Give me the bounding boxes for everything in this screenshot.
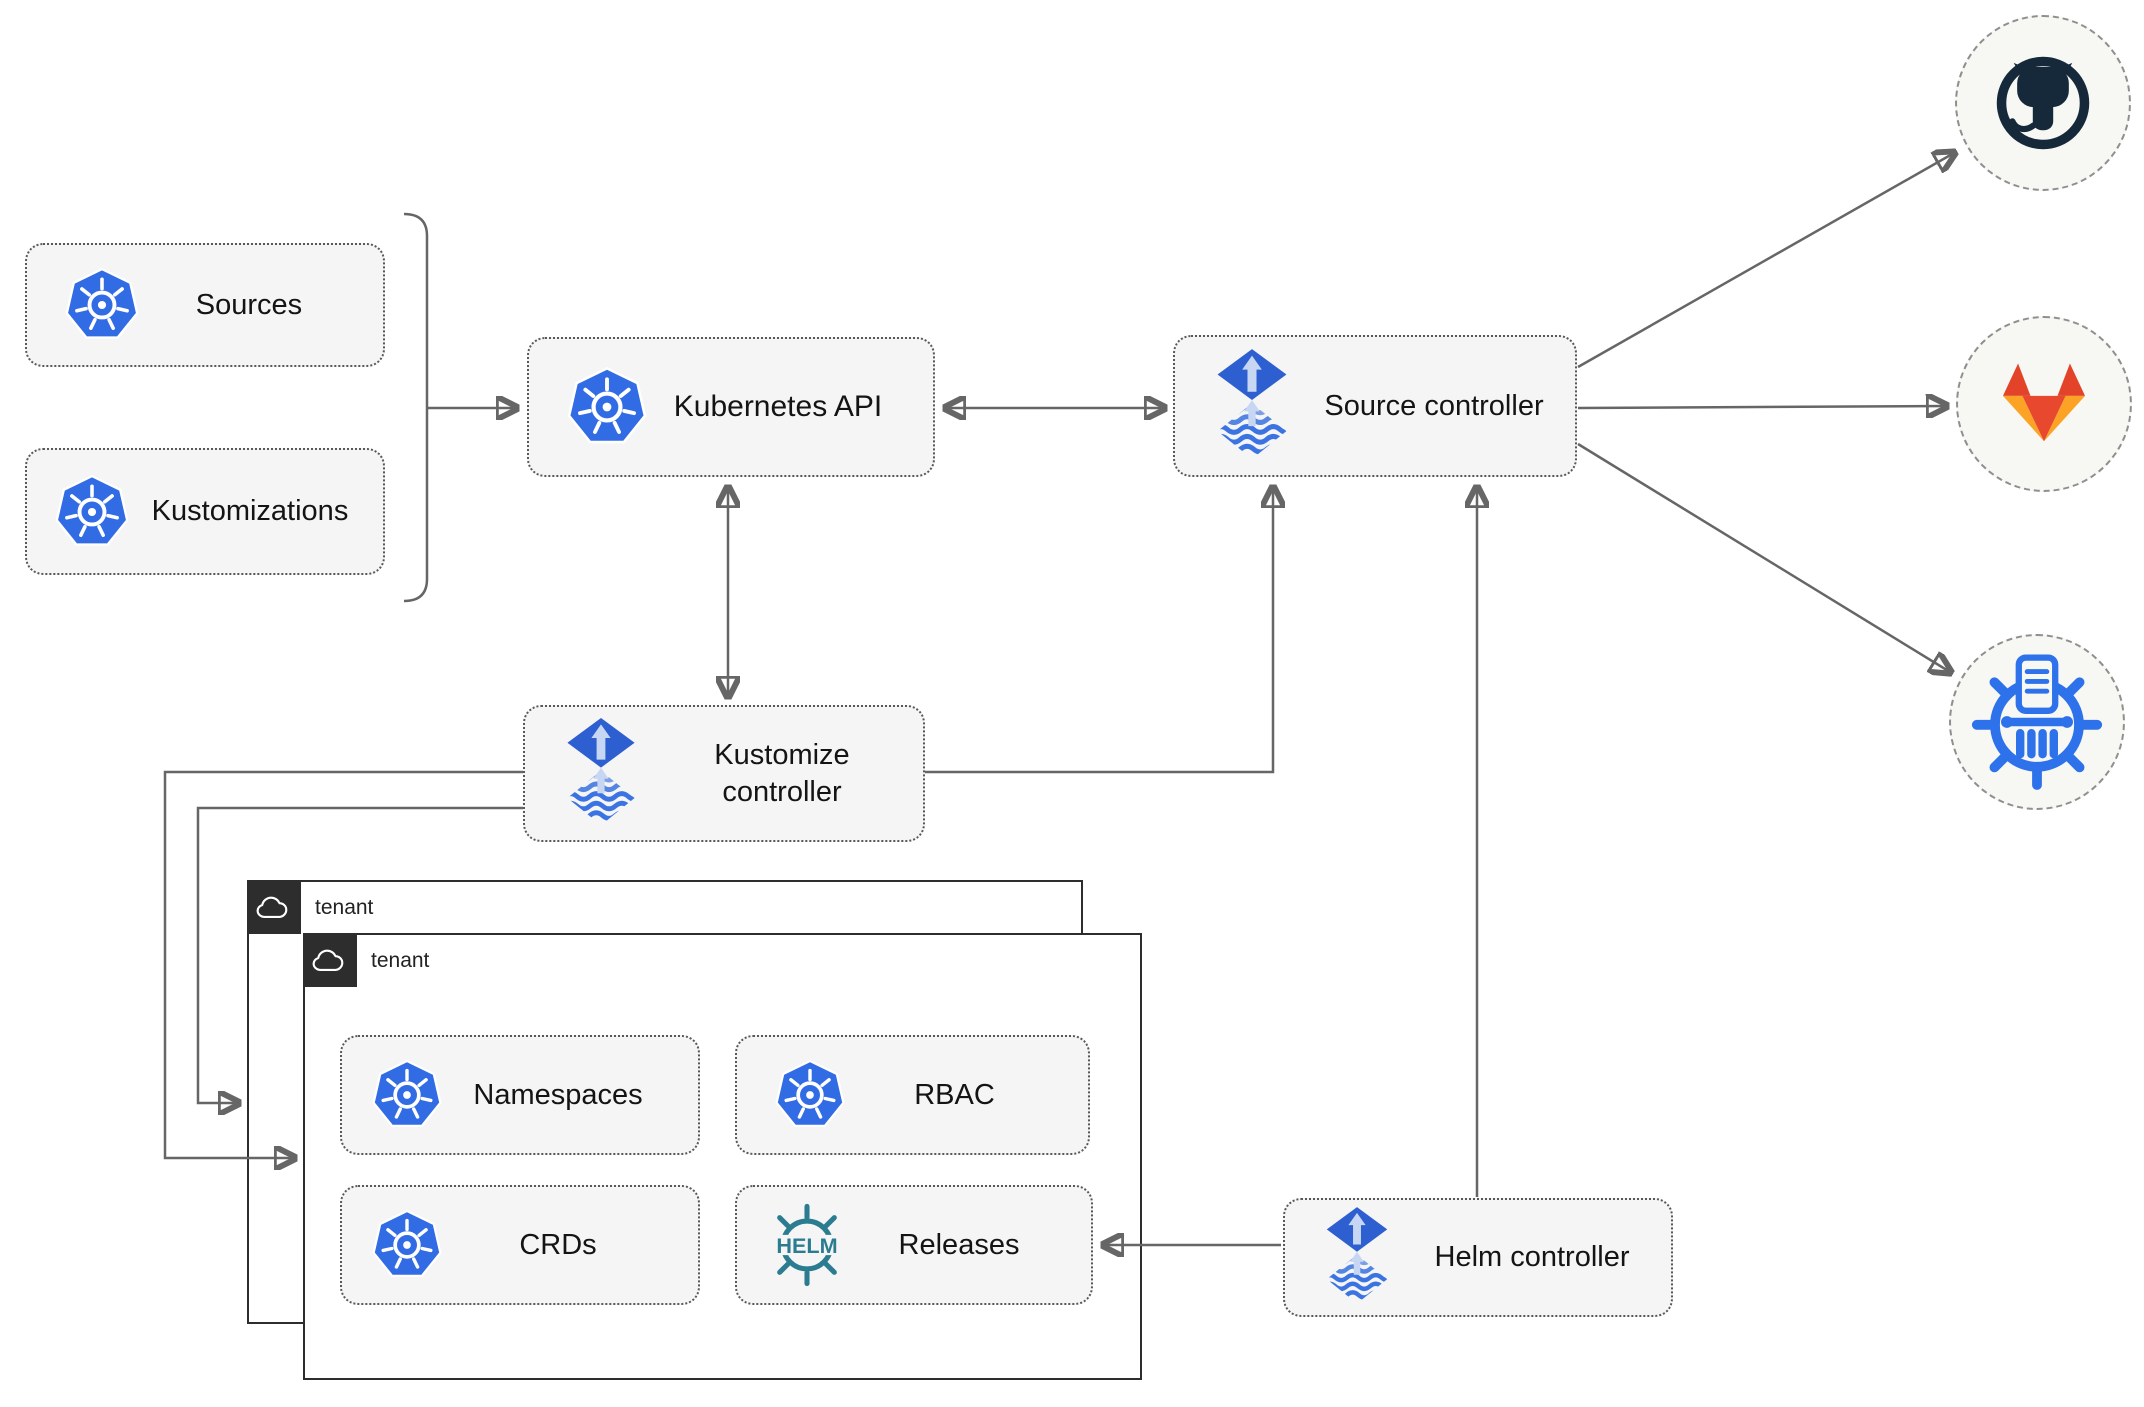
node-label: Kustomize controller: [714, 739, 850, 808]
node-label: Helm controller: [1434, 1241, 1630, 1274]
connector-source-to-gitlab: [1577, 406, 1946, 408]
node-kustomize-controller: Kustomize controller: [523, 705, 925, 842]
tenant-label: tenant: [371, 949, 430, 972]
connector-kustomize-to-source: [925, 488, 1273, 774]
tenant-badge: [247, 880, 301, 934]
bracket-sources-group: [403, 212, 429, 603]
node-label: Kubernetes API: [673, 390, 883, 424]
node-kustomizations: Kustomizations: [25, 448, 385, 575]
tenant-label: tenant: [315, 896, 374, 919]
node-kubernetes-api: Kubernetes API: [527, 337, 935, 477]
flux-icon: [1321, 1207, 1393, 1308]
node-label: Sources: [195, 288, 303, 321]
node-label: CRDs: [519, 1228, 597, 1261]
node-namespaces: Namespaces: [340, 1035, 700, 1155]
helm-repository-circle: [1949, 634, 2125, 810]
node-releases: Releases: [735, 1185, 1093, 1305]
helm-icon: [761, 1199, 853, 1291]
connector-source-to-helm-repository: [1577, 442, 1950, 672]
cloud-icon: [312, 948, 348, 973]
tenant-badge: [303, 933, 357, 987]
kubernetes-icon: [370, 1208, 444, 1282]
kubernetes-icon: [63, 266, 141, 344]
node-label: Releases: [898, 1228, 1020, 1261]
kubernetes-icon: [53, 473, 131, 551]
node-label: Source controller: [1324, 389, 1544, 422]
node-label: RBAC: [914, 1078, 995, 1111]
node-label: Namespaces: [473, 1078, 643, 1111]
node-source-controller: Source controller: [1173, 335, 1577, 477]
kubernetes-icon: [773, 1058, 847, 1132]
gitlab-circle: [1956, 316, 2132, 492]
node-label: Kustomizations: [151, 495, 349, 528]
github-circle: [1955, 15, 2131, 191]
node-helm-controller: Helm controller: [1283, 1198, 1673, 1317]
flux-icon: [561, 718, 641, 830]
kubernetes-icon: [370, 1058, 444, 1132]
flux-icon: [1211, 349, 1293, 464]
node-crds: CRDs: [340, 1185, 700, 1305]
cloud-icon: [256, 895, 292, 920]
gitlab-icon: [1990, 359, 2098, 450]
node-rbac: RBAC: [735, 1035, 1090, 1155]
connector-source-to-github: [1577, 153, 1954, 369]
kubernetes-icon: [565, 365, 649, 449]
helm-repository-icon: [1967, 652, 2107, 792]
node-sources: Sources: [25, 243, 385, 367]
github-icon: [1975, 35, 2111, 171]
tenant-box-inner: tenant: [303, 933, 1142, 1380]
